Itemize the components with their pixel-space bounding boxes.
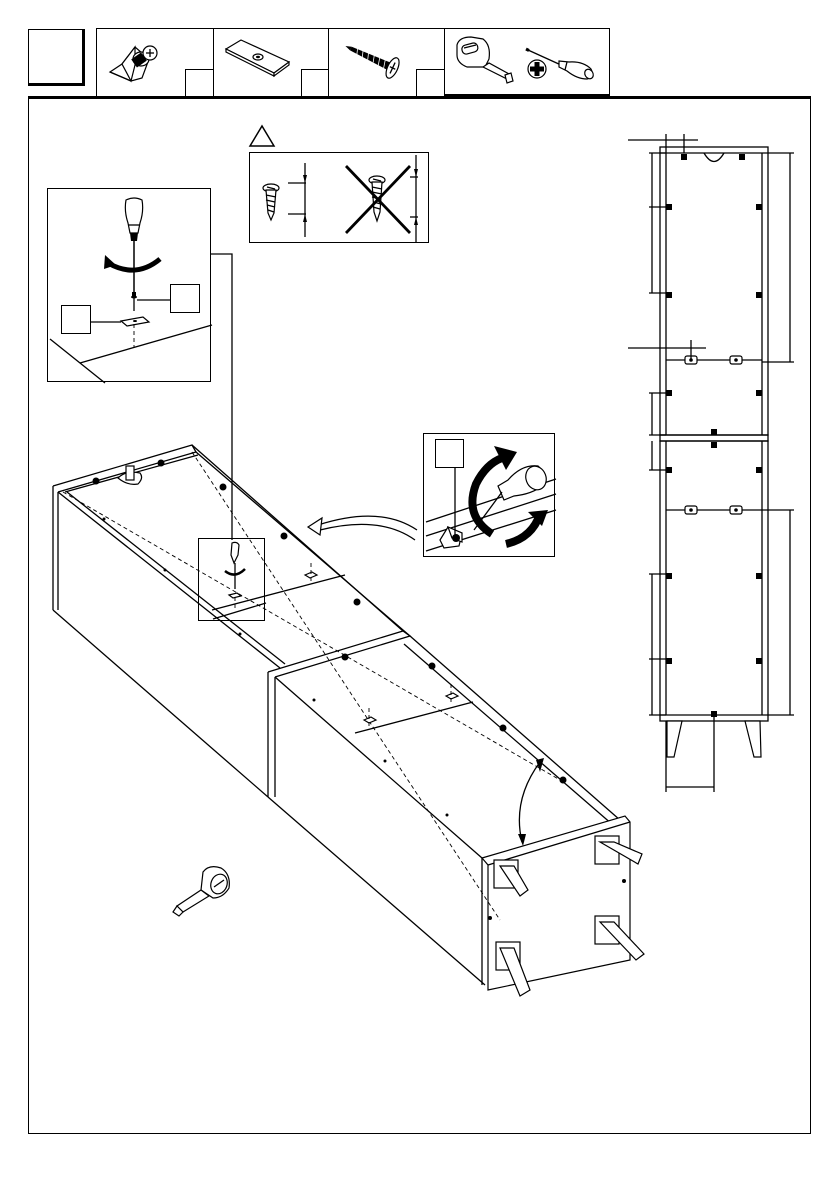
cam-lock-fittings: [93, 460, 567, 817]
cabinet-lower-section: [268, 631, 630, 990]
screwdriver-small-icon: [199, 539, 266, 622]
diagonal-measure-lines: [63, 452, 560, 920]
cabinet-elevation-with-dimensions-icon: [620, 130, 810, 800]
tape-measure-icon: [165, 860, 245, 924]
inset-plate-location: [198, 538, 265, 621]
dimension-lines: [628, 134, 794, 792]
